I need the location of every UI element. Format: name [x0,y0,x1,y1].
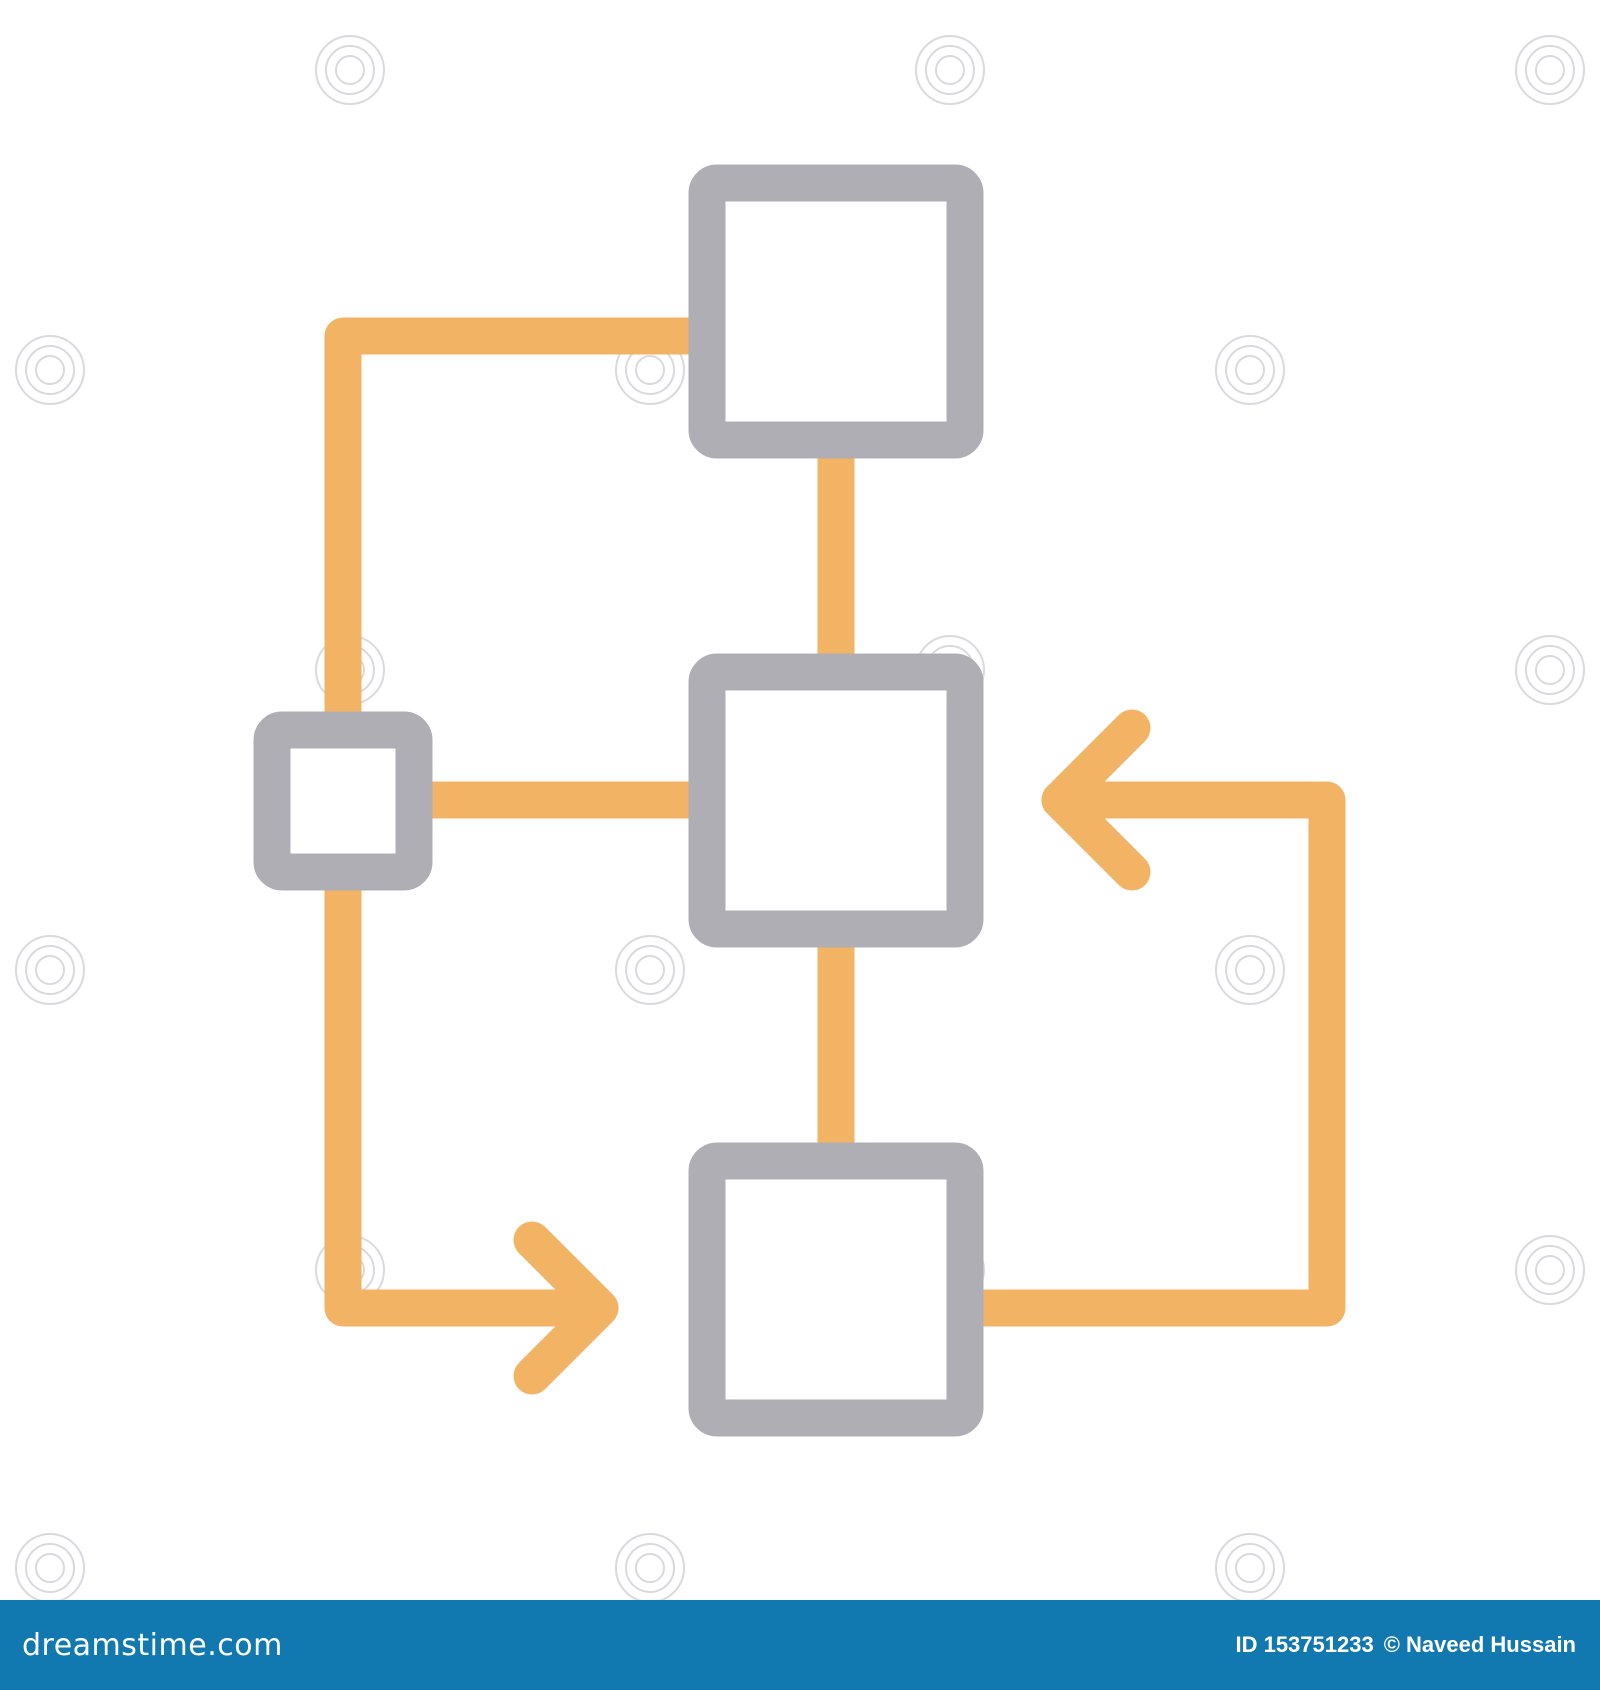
brand-logo-text[interactable]: dreamstime.com [22,1627,283,1663]
spiral-watermark-icon [15,1533,85,1600]
connector-bottom-to-right [963,781,1346,1327]
arrow-right-icon [513,1221,619,1395]
spiral-watermark-icon [615,1533,685,1600]
spiral-watermark-icon [315,35,385,105]
flowchart-diagram [15,35,1585,1600]
arrow-left-icon [1041,709,1151,891]
spiral-watermark-icon [15,935,85,1005]
spiral-watermark-icon [1215,935,1285,1005]
spiral-watermark-icon [1215,1533,1285,1600]
watermark-layer [15,35,1585,1600]
spiral-watermark-icon [1215,335,1285,405]
connector-lines [324,317,1346,1327]
connector-left-to-bottom [324,869,619,1327]
spiral-watermark-icon [1515,635,1585,705]
image-credit: ID 153751233 © Naveed Hussain [1235,1632,1576,1658]
spiral-watermark-icon [1515,1235,1585,1305]
spiral-watermark-icon [15,335,85,405]
arrow-heads [513,709,1151,1395]
box-bottom [688,1142,984,1437]
image-author: © Naveed Hussain [1383,1632,1576,1657]
box-left-small [253,711,433,891]
spiral-watermark-icon [915,35,985,105]
box-top [688,164,984,459]
spiral-watermark-icon [615,935,685,1005]
connector-top-to-left [324,317,709,737]
footer-bar: dreamstime.com ID 153751233 © Naveed Hus… [0,1600,1600,1690]
image-id: ID 153751233 [1235,1632,1374,1657]
spiral-watermark-icon [1515,35,1585,105]
box-middle [688,653,984,948]
